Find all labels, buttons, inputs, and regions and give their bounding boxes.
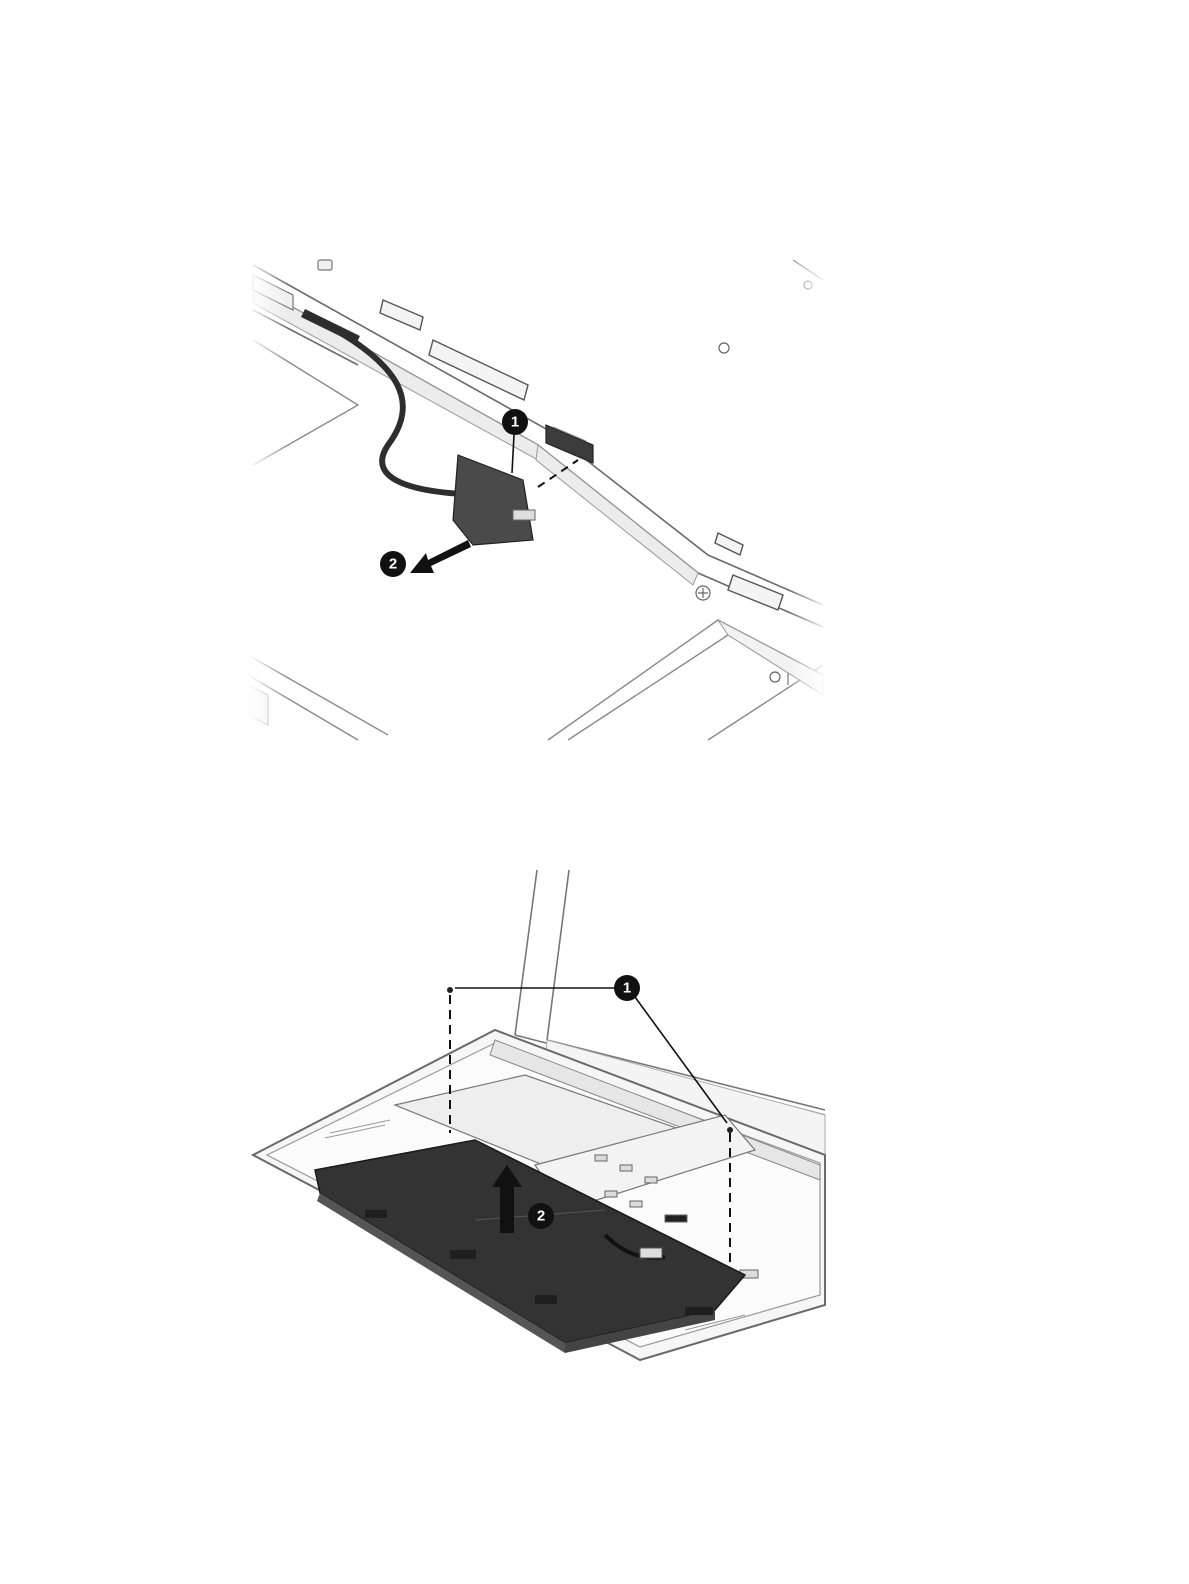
callout-2: 2 — [528, 1203, 554, 1229]
battery-illustration: 1 2 — [245, 865, 830, 1365]
display-cable-illustration: 1 2 — [248, 255, 828, 745]
callout-2: 2 — [380, 551, 406, 577]
callout-2-label: 2 — [537, 1208, 545, 1225]
cable-connector-flap — [453, 455, 535, 545]
lower-panel — [248, 340, 823, 740]
pull-arrow — [410, 540, 471, 573]
figure-display-cable: 1 2 — [248, 255, 828, 745]
callout-1-label: 1 — [623, 980, 631, 997]
callout-1: 1 — [502, 409, 528, 435]
figure-battery-removal: 1 2 — [245, 865, 830, 1365]
callout-1: 1 — [614, 975, 640, 1001]
callout-2-label: 2 — [389, 556, 397, 573]
callout-1-label: 1 — [511, 414, 519, 431]
